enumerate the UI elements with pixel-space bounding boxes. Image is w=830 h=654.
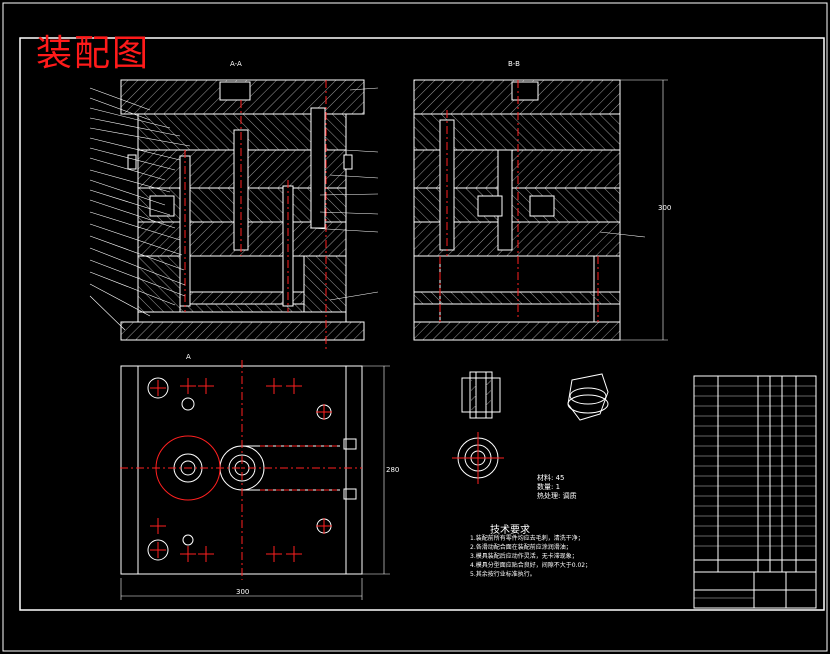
inner-frame — [19, 37, 825, 611]
part-spec-line: 热处理: 调质 — [537, 492, 577, 500]
part-spec-line: 数量: 1 — [537, 483, 561, 491]
plan-width-dimension: 300 — [236, 588, 250, 596]
plan-view-dimensions — [120, 365, 390, 600]
technical-requirement-line: 5.其余按行业标准执行。 — [470, 571, 536, 578]
technical-requirements-title: 技术要求 — [490, 525, 530, 536]
title-block — [693, 375, 817, 609]
part-detail-views — [457, 371, 609, 479]
section-a-a-label: A-A — [230, 60, 242, 68]
technical-requirement-line: 4.模具分型面应贴合良好，间隙不大于0.02； — [470, 562, 592, 569]
leader-lines-left — [89, 87, 379, 331]
dimension-height — [599, 79, 668, 341]
overall-height-dimension: 300 — [658, 204, 672, 212]
part-detail-centerline — [452, 432, 504, 484]
part-spec-line: 材料: 45 — [537, 474, 565, 482]
technical-requirement-line: 2.各滑动配合面在装配前应涂润滑油； — [470, 544, 572, 551]
technical-requirement-line: 3.模具装配后应动作灵活，无卡滞现象； — [470, 553, 578, 560]
title-block-rows — [694, 385, 816, 599]
section-b-b-label: B-B — [508, 60, 520, 68]
technical-requirement-line: 1.装配前所有零件均应去毛刺，清洗干净； — [470, 535, 584, 542]
section-b-b-view — [413, 79, 621, 341]
drawing-title: 装配图 — [36, 33, 151, 74]
section-a-a-view — [120, 79, 365, 341]
plan-view-redlines — [120, 360, 362, 580]
plan-height-dimension: 280 — [386, 466, 400, 474]
section-b-b-centerlines — [439, 80, 599, 322]
plan-view-label: A — [186, 353, 191, 361]
part-detail-fill — [471, 380, 491, 410]
